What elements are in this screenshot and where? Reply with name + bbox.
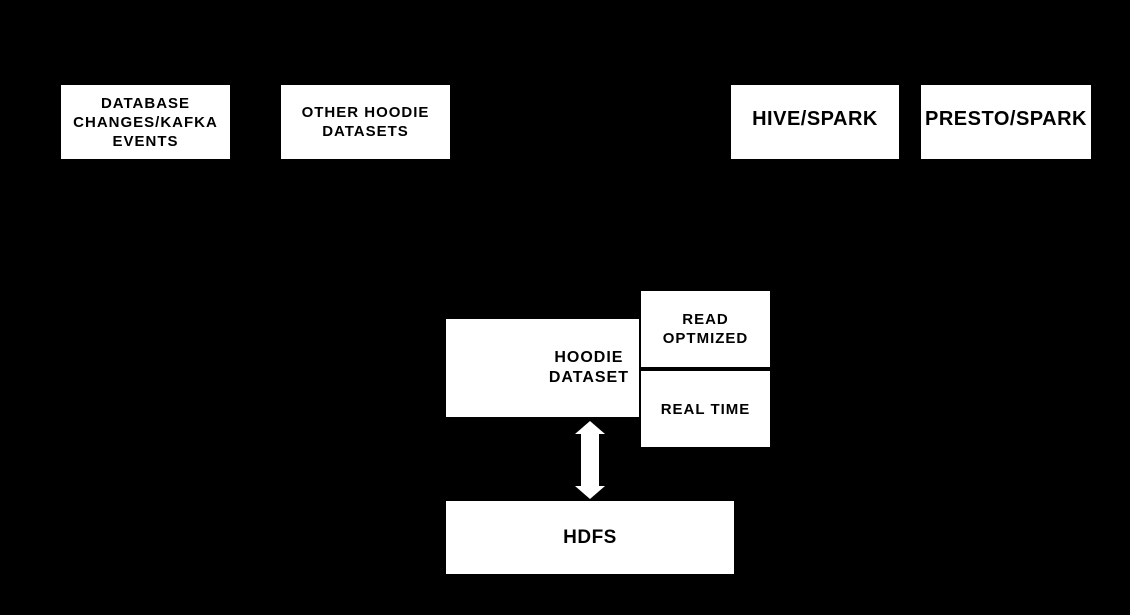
node-hive-spark: HIVE/SPARK bbox=[731, 85, 899, 159]
node-real-time-view: REAL TIME bbox=[641, 371, 770, 447]
node-hoodie-dataset: HOODIE DATASET bbox=[446, 319, 639, 417]
node-hdfs: HDFS bbox=[446, 501, 734, 574]
double-arrow-icon bbox=[575, 421, 605, 499]
node-other-hoodie-datasets: OTHER HOODIE DATASETS bbox=[281, 85, 450, 159]
node-read-optmized-view: READ OPTMIZED bbox=[641, 291, 770, 367]
node-presto-spark: PRESTO/SPARK bbox=[921, 85, 1091, 159]
node-database-changes-kafka-events: DATABASE CHANGES/KAFKA EVENTS bbox=[61, 85, 230, 159]
